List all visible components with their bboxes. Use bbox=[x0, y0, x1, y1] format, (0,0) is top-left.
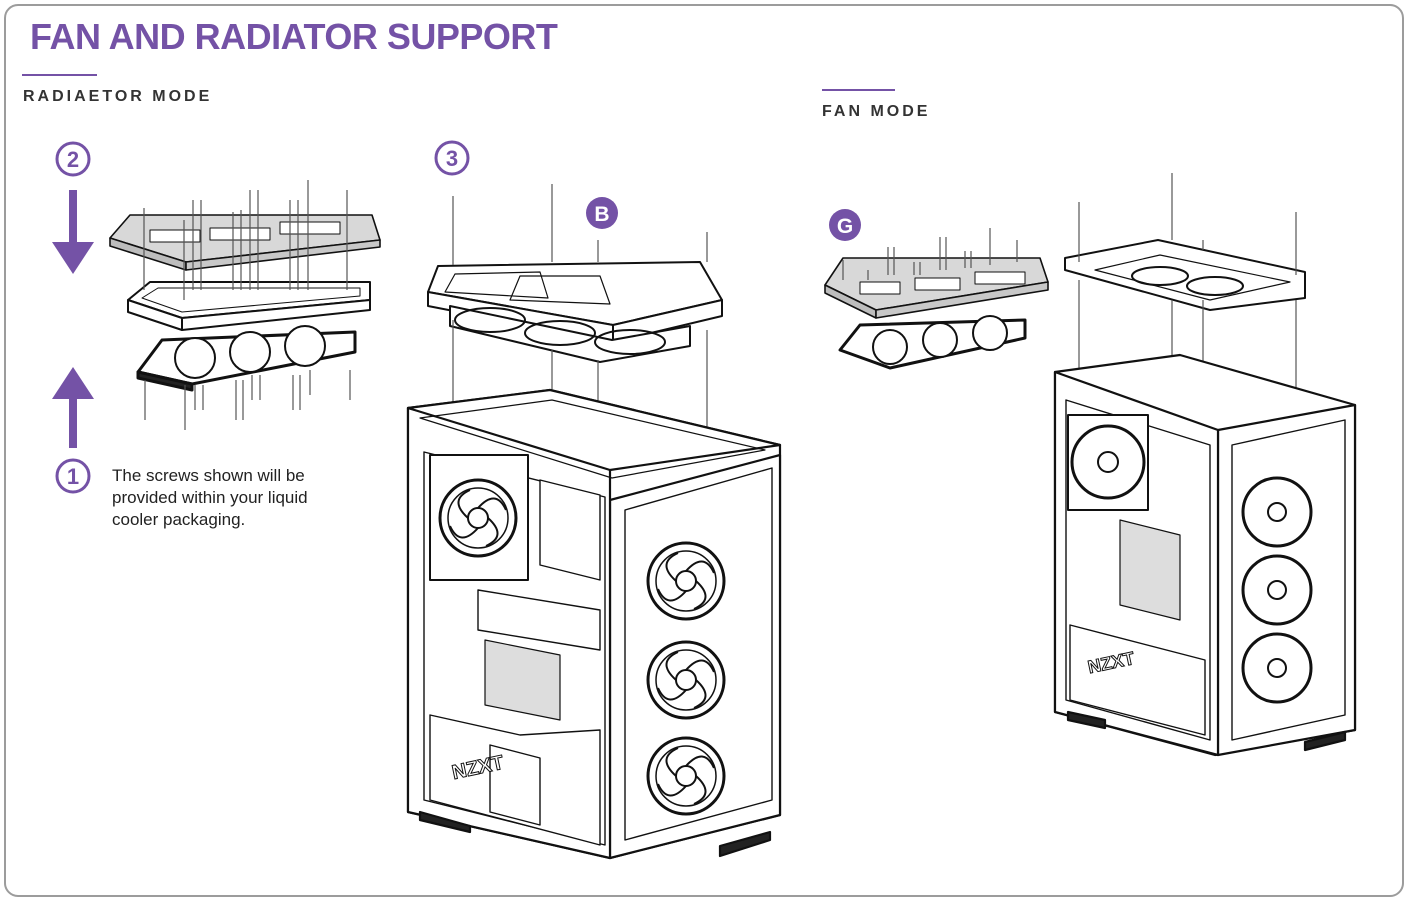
radiator-bracket bbox=[109, 214, 381, 271]
fan-array-small bbox=[136, 325, 357, 392]
fan-mode-screws bbox=[842, 228, 1018, 280]
page-title: FAN AND RADIATOR SUPPORT bbox=[30, 16, 558, 57]
step-1-number: 1 bbox=[67, 464, 79, 489]
arrow-up-icon bbox=[52, 367, 94, 448]
radiator-block bbox=[127, 281, 371, 331]
radiator-screws bbox=[143, 180, 351, 430]
callout-g-letter: G bbox=[837, 215, 853, 238]
top-radiator-module bbox=[427, 261, 723, 363]
callout-b-badge: B bbox=[586, 197, 618, 229]
fan-mode-fan-array bbox=[838, 315, 1027, 370]
step-1-badge: 1 bbox=[55, 458, 91, 494]
page-frame bbox=[4, 4, 1404, 897]
arrow-down-icon bbox=[52, 190, 94, 274]
screws-note: The screws shown will be provided within… bbox=[112, 466, 308, 529]
pc-case-radiator-mode bbox=[406, 388, 782, 860]
step-3-badge: 3 bbox=[434, 140, 470, 176]
pc-case-fan-mode bbox=[1053, 353, 1357, 757]
fan-mode-label: FAN MODE bbox=[822, 103, 931, 120]
step-2-number: 2 bbox=[67, 147, 79, 172]
fan-mode-rule bbox=[822, 89, 895, 91]
radiator-mode-rule bbox=[22, 74, 97, 76]
radiator-mode-label: RADIAETOR MODE bbox=[23, 88, 213, 105]
fan-mode-bracket bbox=[824, 257, 1049, 319]
step-3-number: 3 bbox=[446, 146, 458, 171]
callout-b-letter: B bbox=[594, 203, 609, 226]
callout-g-badge: G bbox=[829, 209, 861, 241]
fan-mode-top-panel bbox=[1064, 239, 1306, 311]
step-2-badge: 2 bbox=[55, 141, 91, 177]
